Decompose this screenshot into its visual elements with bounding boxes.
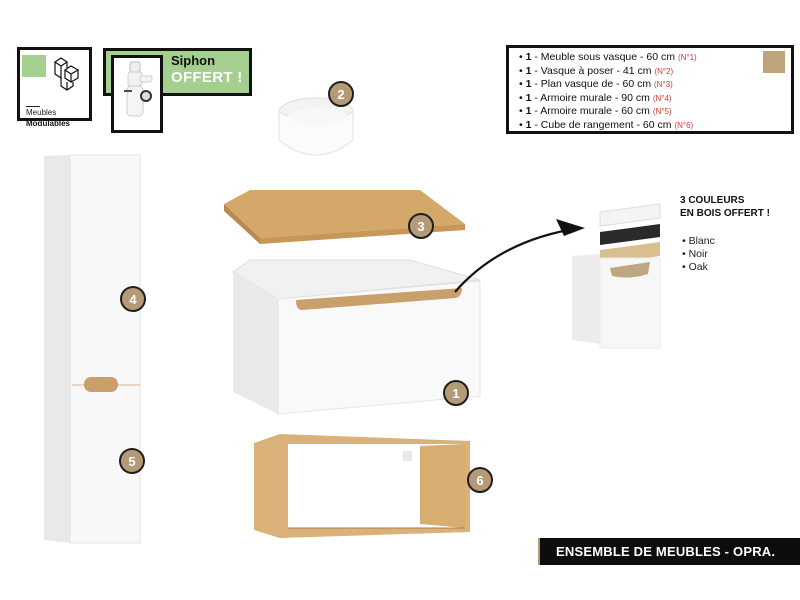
list-item: • 1 - Vasque à poser - 41 cm (N°2) [519,64,674,77]
product-title-banner: ENSEMBLE DE MEUBLES - OPRA. [540,538,800,565]
list-item: • 1 - Cube de rangement - 60 cm (N°6) [519,118,694,131]
number-badge-3: 3 [408,213,434,239]
siphon-title: Siphon [171,53,216,68]
list-item: • 1 - Meuble sous vasque - 60 cm (N°1) [519,51,697,63]
modular-cubes-icon [53,57,80,91]
arrow-icon [454,219,585,293]
color-samples [572,203,661,349]
modular-badge: Meubles Modulables [17,47,92,128]
vanity-unit [232,259,481,415]
colors-title-line1: 3 COULEURS [680,195,745,206]
siphon-icon [124,61,153,117]
oak-swatch [763,51,785,73]
color-option: • Noir [682,248,708,260]
modular-line1: Meubles [26,108,57,117]
green-square [22,55,46,77]
colors-title: 3 COULEURS EN BOIS OFFERT ! [680,194,770,220]
number-badge-4: 4 [120,286,146,312]
countertop [224,190,465,244]
number-badge-6: 6 [467,467,493,493]
storage-cube [254,434,470,538]
modular-line2: Modulables [26,119,71,128]
tall-cabinet [44,154,141,544]
list-item: • 1 - Armoire murale - 90 cm (N°4) [519,91,672,104]
colors-title-line2: EN BOIS OFFERT ! [680,208,770,219]
contents-list: • 1 - Meuble sous vasque - 60 cm (N°1) •… [506,45,794,134]
color-option: • Oak [682,261,708,273]
color-option: • Blanc [682,235,715,247]
siphon-subtitle: OFFERT ! [171,69,243,86]
number-badge-1: 1 [443,380,469,406]
number-badge-5: 5 [119,448,145,474]
list-item: • 1 - Plan vasque de - 60 cm (N°3) [519,78,673,91]
siphon-image [111,55,163,133]
colors-list: • Blanc • Noir • Oak [682,235,715,274]
divider [26,106,40,107]
number-badge-2: 2 [328,81,354,107]
list-item: • 1 - Armoire murale - 60 cm (N°5) [519,105,672,118]
